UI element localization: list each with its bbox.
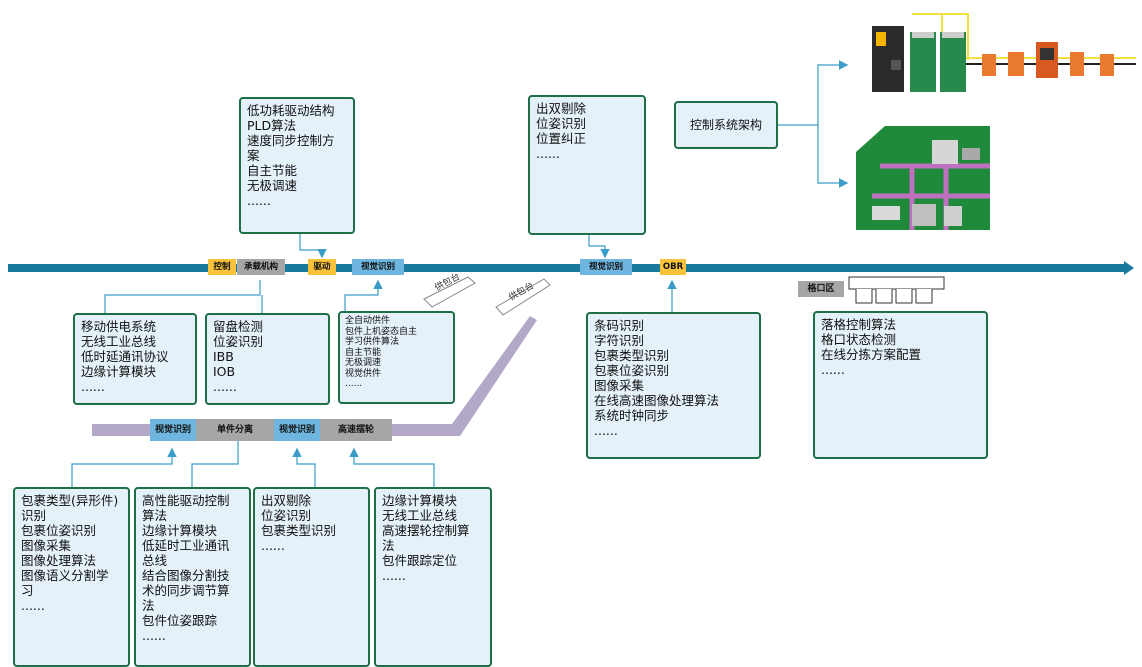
carrier-tag: 承载机构: [237, 259, 285, 275]
high-performance-drive-box: 高性能驱动控制 算法 边缘计算模块 低延时工业通讯 总线 结合图像分割技 术的同…: [134, 487, 251, 667]
connectors: [71, 60, 849, 487]
control-architecture-box: 控制系统架构: [674, 101, 778, 149]
grid-slots: [848, 276, 945, 304]
main-conveyor-line: [8, 261, 1134, 275]
obr-tag: OBR: [660, 259, 686, 275]
parcel-type-box: 包裹类型(异形件) 识别 包裹位姿识别 图像采集 图像处理算法 图像语义分割学 …: [13, 487, 130, 667]
feed-platforms: [423, 276, 551, 316]
control-tag: 控制: [208, 259, 236, 275]
lower-vision-tag-b: 视觉识别: [274, 419, 320, 441]
grid-area-label: 格口区: [798, 281, 844, 297]
grid-control-box: 落格控制算法 格口状态检测 在线分拣方案配置 ......: [813, 311, 988, 459]
power-supply-box: 移动供电系统 无线工业总线 低时延通讯协议 边缘计算模块 ......: [73, 313, 197, 405]
control-hardware-image: [872, 13, 1136, 92]
drive-structure-box: 低功耗驱动结构 PLD算法 速度同步控制方 案 自主节能 无极调速 ......: [239, 97, 355, 234]
edge-computing-box: 边缘计算模块 无线工业总线 高速摆轮控制算 法 包件跟踪定位 ......: [374, 487, 492, 667]
barcode-recognition-box: 条码识别 字符识别 包裹类型识别 包裹位姿识别 图像采集 在线高速图像处理算法 …: [586, 312, 761, 459]
vision-tag-2: 视觉识别: [580, 259, 632, 275]
vision-tag-1: 视觉识别: [352, 259, 404, 275]
pcb-board-image: [856, 126, 990, 230]
detection-box: 留盘检测 位姿识别 IBB IOB ......: [205, 313, 330, 405]
duplicate-type-box: 出双剔除 位姿识别 包裹类型识别 ......: [253, 487, 370, 667]
lower-conveyor-line: [92, 316, 537, 436]
lower-vision-tag-a: 视觉识别: [150, 419, 196, 441]
remove-duplicate-box: 出双剔除 位姿识别 位置纠正 ......: [528, 95, 646, 235]
swing-wheel-tag: 高速摆轮: [320, 419, 392, 441]
single-separation-tag: 单件分离: [196, 419, 274, 441]
drive-tag: 驱动: [308, 259, 336, 275]
feeding-box: 全自动供件 包件上机姿态自主 学习供件算法 自主节能 无极调速 视觉供件 ...…: [338, 311, 455, 404]
